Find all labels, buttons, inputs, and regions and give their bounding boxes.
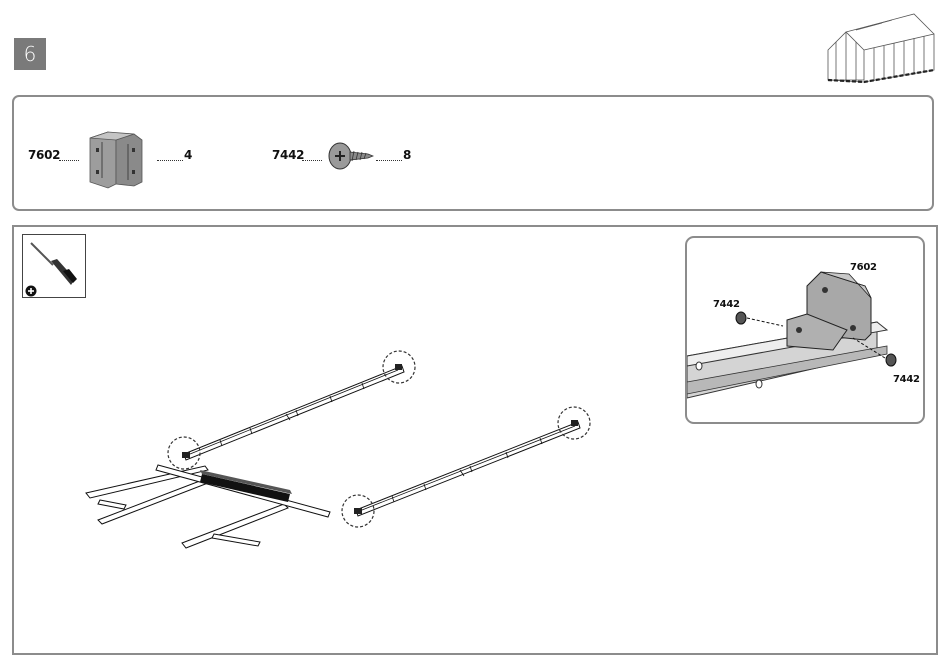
detail-label-bracket: 7602 [850, 262, 877, 273]
parts-list-panel [12, 95, 934, 211]
leader-dots [59, 160, 79, 161]
greenhouse-overview-icon [822, 8, 938, 90]
leader-dots [376, 160, 402, 161]
part-code-7442: 7442 [272, 148, 304, 162]
part-code-7602: 7602 [28, 148, 60, 162]
phillips-plus-icon [25, 285, 37, 297]
leader-dots [302, 160, 322, 161]
bracket-detail-drawing [687, 238, 923, 422]
corner-bracket-icon [86, 128, 146, 190]
tool-indicator [22, 234, 86, 298]
leader-dots [157, 160, 183, 161]
detail-label-screw-left: 7442 [713, 299, 740, 310]
screw-icon [326, 140, 374, 172]
assembly-drawing [80, 340, 620, 560]
part-qty-7442: 8 [403, 148, 411, 162]
step-number-badge: 6 [14, 38, 46, 70]
detail-label-screw-right: 7442 [893, 374, 920, 385]
part-qty-7602: 4 [184, 148, 192, 162]
screw-left [736, 312, 783, 326]
step-number: 6 [24, 42, 37, 66]
detail-inset: 7602 7442 7442 [685, 236, 925, 424]
